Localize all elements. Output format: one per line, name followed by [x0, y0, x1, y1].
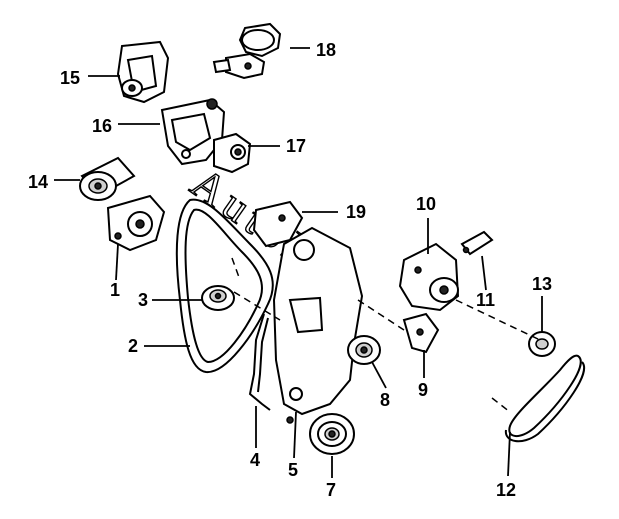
callout-15: 15 — [60, 68, 80, 88]
callout-19: 19 — [346, 202, 366, 222]
leader-lines — [54, 47, 543, 478]
part-1-water-pump — [106, 194, 166, 252]
callout-13: 13 — [532, 274, 552, 294]
part-19-bracket — [252, 200, 304, 248]
callout-14: 14 — [28, 172, 48, 192]
callout-7: 7 — [326, 480, 336, 500]
part-18-fuel-pump — [212, 22, 282, 80]
part-13-pulley — [528, 331, 556, 357]
part-11-bush — [460, 230, 494, 256]
part-12-auxiliary-belt — [504, 354, 585, 443]
part-7-crank-pulley — [309, 413, 355, 455]
part-14-oil-filter — [79, 156, 136, 201]
part-8-pulley — [347, 335, 381, 365]
callout-12: 12 — [496, 480, 516, 500]
callout-18: 18 — [316, 40, 336, 60]
part-17-tensioner — [213, 132, 252, 174]
callout-17: 17 — [286, 136, 306, 156]
callout-9: 9 — [418, 380, 428, 400]
part-9-bracket — [402, 312, 440, 354]
part-16-bracket — [160, 98, 226, 166]
callout-16: 16 — [92, 116, 112, 136]
part-4-dipstick — [248, 313, 271, 411]
callout-4: 4 — [250, 450, 260, 470]
part-10-alternator — [398, 242, 460, 312]
callout-5: 5 — [288, 460, 298, 480]
callout-1: 1 — [110, 280, 120, 300]
part-5-timing-cover — [272, 226, 364, 424]
assembly-lines — [231, 257, 541, 413]
part-2-timing-belt — [175, 198, 274, 374]
callouts: 18 15 16 17 14 19 19 1 3 2 4 5 7 8 9 10 … — [28, 40, 552, 500]
callout-10: 10 — [416, 194, 436, 214]
part-15-cover — [116, 40, 170, 104]
callout-3: 3 — [138, 290, 148, 310]
callout-2: 2 — [128, 336, 138, 356]
callout-11: 11 — [476, 290, 495, 310]
part-3-idler-pulley — [201, 285, 235, 311]
callout-8: 8 — [380, 390, 390, 410]
